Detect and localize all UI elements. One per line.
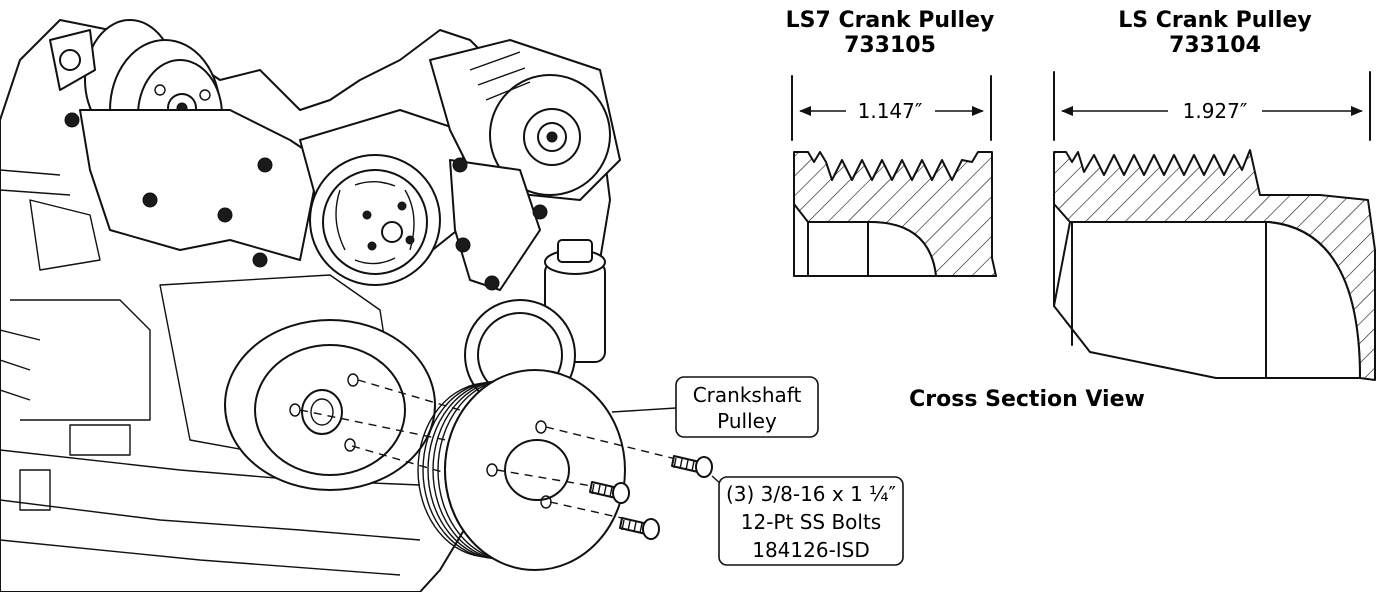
pulley-bolt bbox=[589, 481, 630, 504]
cross-section-label: Cross Section View bbox=[909, 387, 1145, 412]
ls7-part-number: 733105 bbox=[844, 33, 936, 58]
callout-line: Crankshaft bbox=[693, 383, 802, 407]
callout-line: 184126-ISD bbox=[752, 538, 870, 562]
ls7-pulley-section: LS7 Crank Pulley 733105 1.147″ bbox=[786, 8, 997, 277]
pulley-bolt bbox=[619, 517, 660, 540]
timing-cover bbox=[224, 319, 436, 491]
ls-width-dimension: 1.927″ bbox=[1183, 99, 1248, 123]
ls-part-number: 733104 bbox=[1169, 33, 1261, 58]
ls-pulley-title: LS Crank Pulley bbox=[1118, 8, 1311, 33]
pulley-bolt bbox=[671, 455, 713, 478]
ls-pulley-section: LS Crank Pulley 733104 1.927″ bbox=[1053, 8, 1376, 381]
callout-line: Pulley bbox=[717, 409, 777, 433]
ls7-pulley-title: LS7 Crank Pulley bbox=[786, 8, 995, 33]
bolts-callout: (3) 3/8-16 x 1 ¼″ 12-Pt SS Bolts 184126-… bbox=[711, 475, 904, 566]
ls7-width-dimension: 1.147″ bbox=[858, 99, 923, 123]
callout-line: (3) 3/8-16 x 1 ¼″ bbox=[726, 482, 896, 506]
alternator bbox=[429, 39, 621, 201]
crankshaft-pulley bbox=[417, 369, 626, 571]
crankshaft-pulley-callout: Crankshaft Pulley bbox=[611, 376, 819, 438]
callout-line: 12-Pt SS Bolts bbox=[741, 510, 881, 534]
engine-drawing bbox=[0, 19, 713, 592]
water-pump-pulley bbox=[299, 109, 471, 286]
